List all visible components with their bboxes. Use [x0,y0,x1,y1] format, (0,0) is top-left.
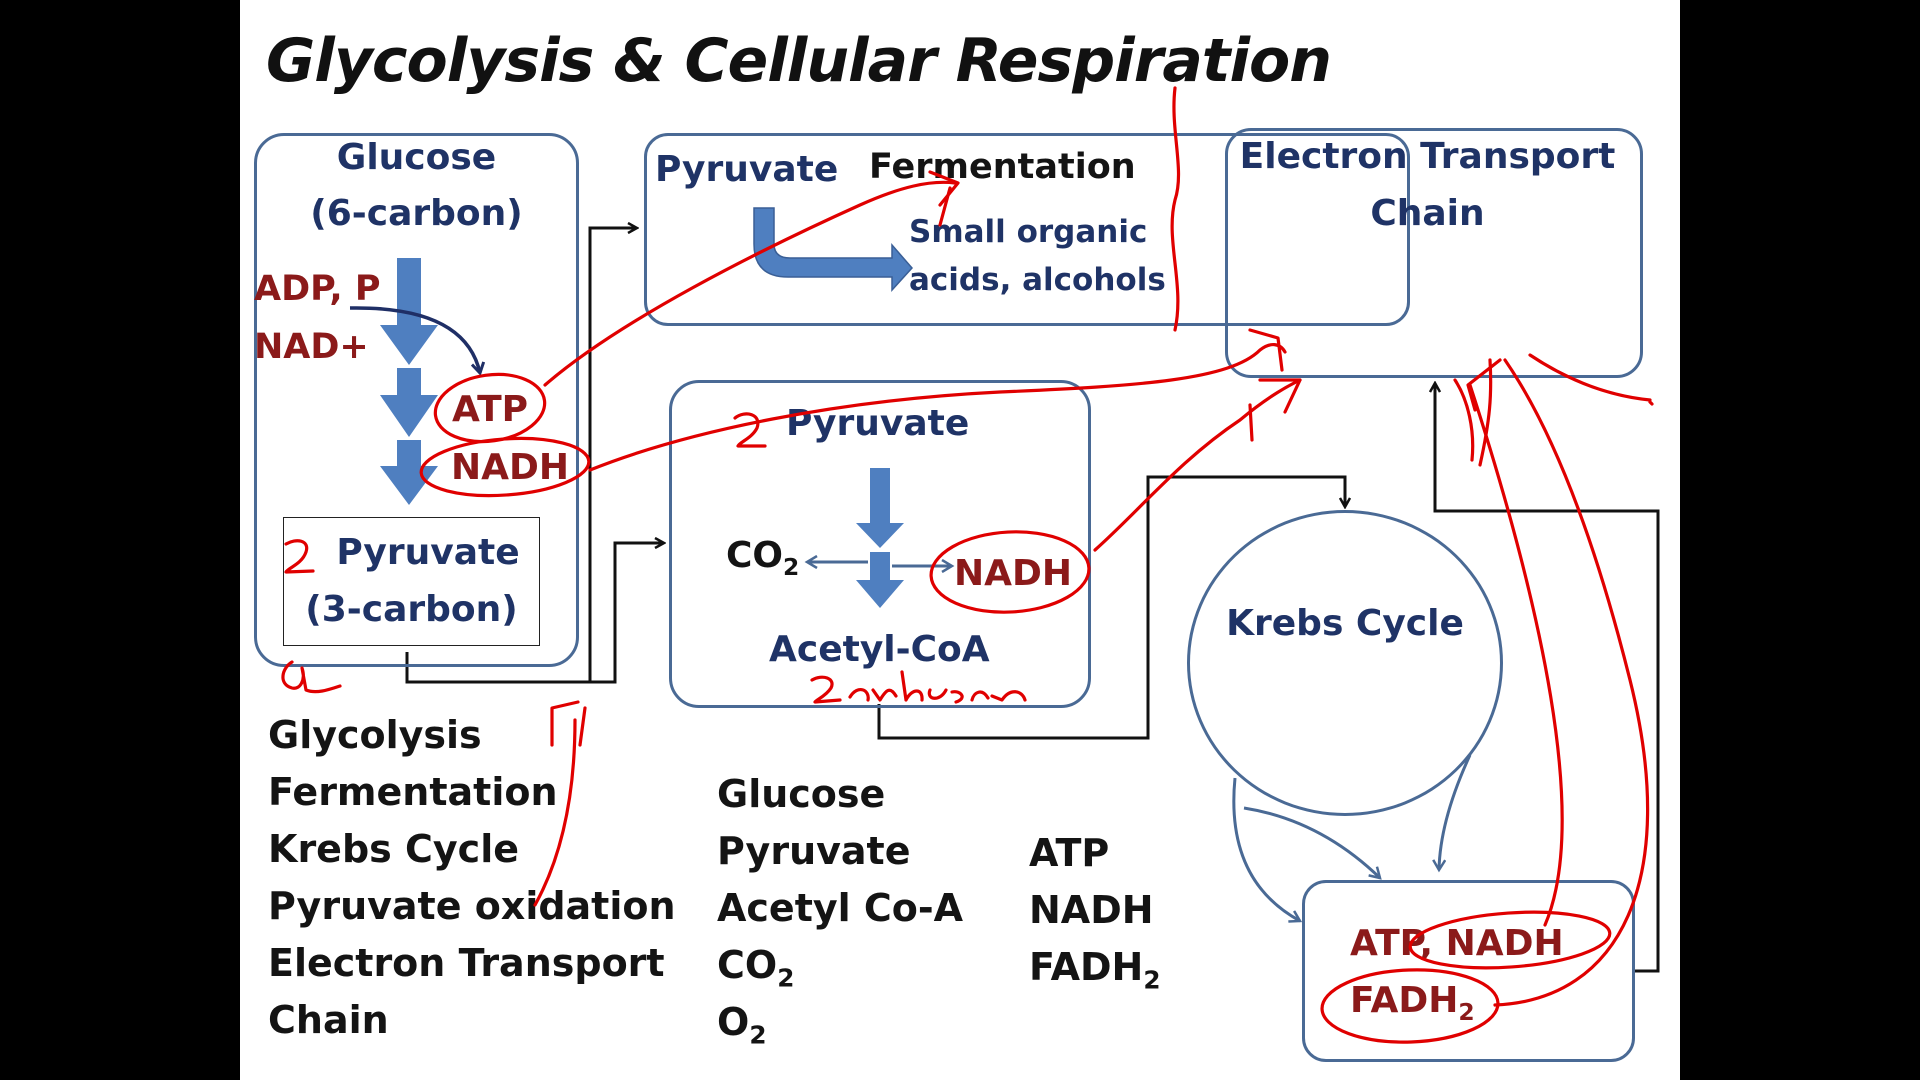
fermentation-pyruvate-label: Pyruvate [655,149,839,190]
molecule-list: Glucose Pyruvate Acetyl Co-A CO2 O2 [717,766,963,1051]
krebs-to-products-right [1439,754,1472,870]
fermentation-output-line2: acids, alcohols [909,262,1166,298]
krebs-to-products-left [1232,777,1300,921]
fermentation-label: Fermentation [869,147,1136,187]
circle-krebs-atp-nadh [1408,910,1612,970]
electron-transport-chain-box [1225,128,1643,378]
fermentation-output-line1: Small organic [909,214,1148,250]
ink-etc-upward-strokes [1453,358,1493,467]
energy-item: NADH [1029,888,1154,932]
nad-plus-label: NAD+ [254,327,369,367]
ink-two-carbon-note [810,670,1027,704]
circle-krebs-fadh2 [1320,968,1500,1044]
acetyl-coa-label: Acetyl-CoA [769,629,990,670]
process-item: Fermentation [268,770,558,814]
handwritten-annotations [281,86,1654,1044]
process-item: Pyruvate oxidation [268,884,676,928]
ink-two-pyruvate-oxidation [733,412,767,448]
process-item: Glycolysis [268,713,482,757]
connector-to-krebs [877,475,1345,740]
pyruvate-oxidation-box [669,380,1091,708]
process-item: Chain [268,998,389,1042]
ink-atp-to-fermentation [543,180,957,387]
glycolysis-box [254,133,579,667]
adp-p-label: ADP, P [254,269,381,309]
pyruvate-output-box [283,517,540,646]
slide-title: Glycolysis & Cellular Respiration [266,26,1332,96]
energy-item: ATP [1029,831,1110,875]
etc-label-line1: Electron Transport [1239,136,1616,177]
etc-label-line2: Chain [1370,193,1485,234]
oxidation-co2-label: CO2 [726,535,800,582]
circle-oxidation-nadh [929,530,1091,614]
ink-letter-a [281,660,342,694]
process-item: Electron Transport [268,941,665,985]
circle-glycolysis-nadh [419,436,591,498]
glucose-label: Glucose [336,137,497,178]
ink-fermentation-bracket [1170,86,1181,332]
krebs-cycle-circle [1187,510,1503,816]
oxidation-flow-arrows [856,468,904,608]
fermentation-flow-arrow [753,207,914,292]
ink-krebs-fadh2-to-etc [1493,358,1650,1007]
ink-two-pyruvate-glycolysis [284,539,315,574]
fermentation-box [644,133,1410,326]
ink-etc-right-scribble [1528,353,1654,406]
krebs-cycle-label: Krebs Cycle [1226,603,1464,644]
process-list: Glycolysis Fermentation Krebs Cycle Pyru… [268,707,676,1049]
ink-list-to-oxidation [533,718,577,907]
molecule-item: CO2 [717,943,795,993]
krebs-fadh2-label: FADH2 [1350,980,1475,1027]
glycolysis-atp-label: ATP [452,389,529,430]
connector-to-etc [1435,383,1660,973]
molecule-item: Acetyl Co-A [717,886,964,930]
energy-item: FADH2 [1029,945,1161,995]
energy-list: ATP NADH FADH2 [1029,825,1161,996]
circle-glycolysis-atp [433,372,547,444]
glucose-carbon-label: (6-carbon) [310,193,523,234]
ink-krebs-atp-to-etc [1468,383,1564,927]
krebs-to-products-mid [1243,806,1380,878]
molecule-item: O2 [717,1000,767,1050]
glycolysis-nadh-label: NADH [451,447,570,488]
ink-oxidation-nadh-to-etc [1093,378,1302,552]
slide: Glycolysis & Cellular Respiration [240,0,1680,1080]
ink-nadh-to-etc [588,343,1287,472]
krebs-atp-nadh-label: ATP, NADH [1350,923,1564,964]
molecule-item: Pyruvate [717,829,911,873]
glycolysis-pyruvate-label: Pyruvate [336,532,520,573]
input-curve-arrow [349,306,480,373]
process-item: Krebs Cycle [268,827,519,871]
oxidation-nadh-label: NADH [954,553,1073,594]
molecule-item: Glucose [717,772,886,816]
connector-to-oxidation [590,543,664,684]
krebs-products-box [1302,880,1635,1062]
connector-lines [349,207,1660,973]
glycolysis-3carbon-label: (3-carbon) [305,589,518,630]
